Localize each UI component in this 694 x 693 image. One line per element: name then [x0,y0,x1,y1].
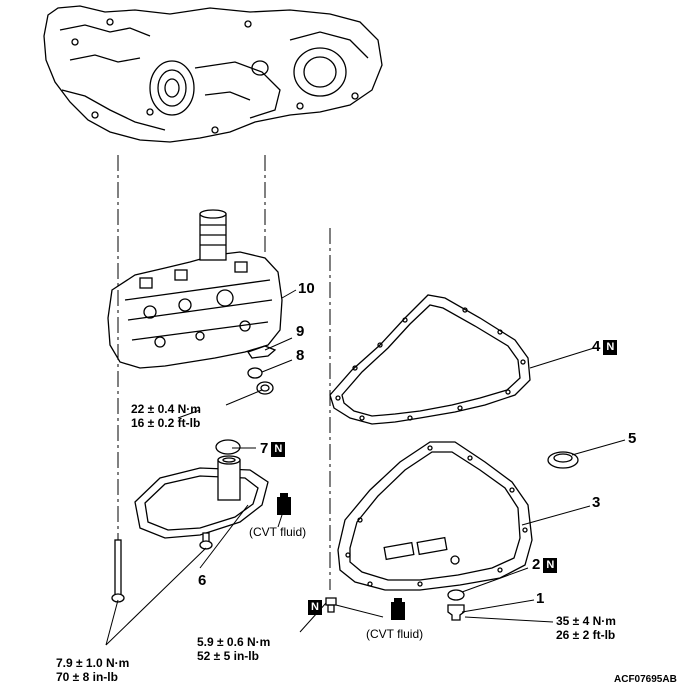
callout-label: 8 [296,347,305,364]
torque-imperial: 26 ± 2 ft-lb [556,628,616,642]
callout-1: 1 [536,590,544,607]
new-part-icon: N [308,600,322,615]
torque-imperial: 16 ± 0.2 ft-lb [131,416,201,430]
oil-pan [337,441,533,591]
torque-imperial: 70 ± 8 in-lb [56,670,118,684]
callout-label: 2 [532,556,541,573]
torque-metric: 7.9 ± 1.0 N·m [56,656,130,670]
callout-3: 3 [592,494,600,511]
torque-metric: 22 ± 0.4 N·m [131,402,201,416]
callout-8: 8 [296,347,304,364]
transmission-case [43,5,383,143]
torque-drain-plug: 5.9 ± 0.6 N·m 52 ± 5 in-lb [197,635,270,663]
callout-label: 3 [592,494,601,511]
torque-imperial: 52 ± 5 in-lb [197,649,259,663]
callout-10: 10 [298,280,315,297]
callout-5: 5 [628,430,636,447]
torque-metric: 35 ± 4 N·m [556,614,616,628]
callout-label: 5 [628,430,637,447]
new-part-icon: N [543,558,558,573]
callout-6: 6 [198,572,206,589]
callout-label: 6 [198,572,207,589]
callout-label: 10 [298,280,315,297]
callout-label: 7 [260,440,269,457]
callout-label: 9 [296,323,305,340]
callout-label: 4 [592,338,601,355]
torque-valve-body-bolt: 22 ± 0.4 N·m 16 ± 0.2 ft-lb [131,402,201,430]
fluid-note-strainer: (CVT fluid) [249,525,307,539]
figure-code: ACF07695AB [614,674,677,685]
oil-pan-gasket [329,294,531,425]
callout-9: 9 [296,323,304,340]
cvt-fluid-icon [277,493,291,515]
fluid-note-drain-plug: (CVT fluid) [366,627,424,641]
torque-metric: 5.9 ± 0.6 N·m [197,635,271,649]
torque-pan-drain-bolt: 35 ± 4 N·m 26 ± 2 ft-lb [556,614,616,642]
strainer [134,455,269,539]
cvt-fluid-icon [391,598,405,620]
new-part-icon: N [603,340,618,355]
callout-label: 1 [536,590,545,607]
torque-strainer-bolt: 7.9 ± 1.0 N·m 70 ± 8 in-lb [56,656,129,684]
new-part-icon: N [271,442,286,457]
valve-body [107,209,283,369]
